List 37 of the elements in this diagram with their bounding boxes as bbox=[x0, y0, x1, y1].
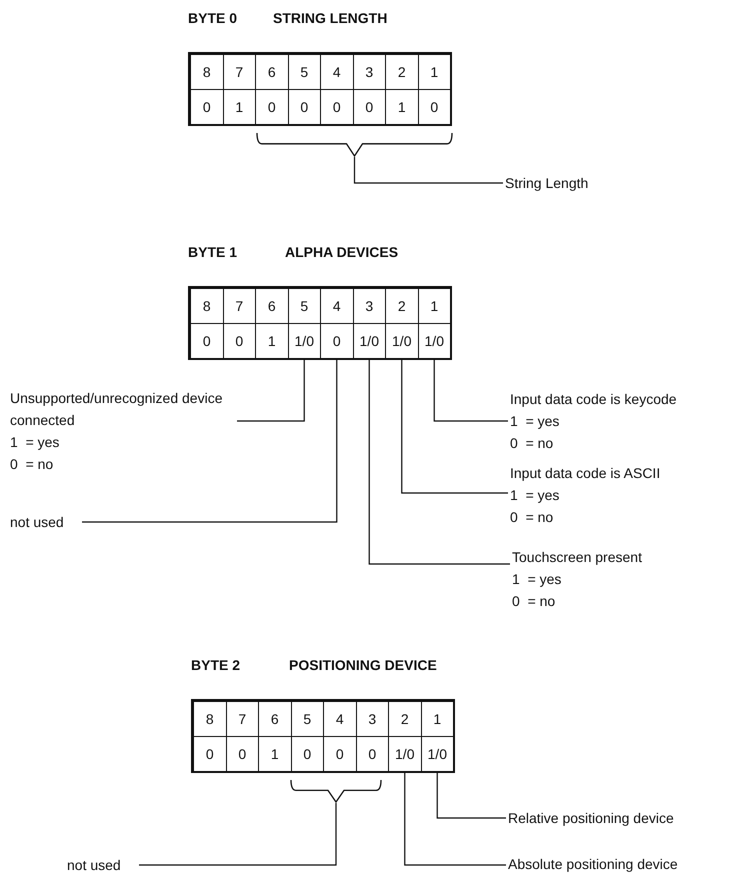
brace bbox=[256, 133, 453, 157]
leader-line bbox=[436, 772, 506, 819]
value-note: 0 = no bbox=[10, 455, 54, 474]
bit-number: 8 bbox=[190, 288, 224, 324]
table-heading: POSITIONING DEVICE bbox=[289, 656, 437, 675]
value-note: 1 = yes bbox=[510, 412, 560, 431]
value-note: 0 = no bbox=[510, 508, 554, 527]
leader-line bbox=[237, 359, 305, 422]
value-note: 0 = no bbox=[512, 592, 556, 611]
callout-label: Unsupported/unrecognized device connected bbox=[10, 389, 224, 430]
callout-label: Relative positioning device bbox=[508, 807, 723, 829]
callout-label: String Length bbox=[505, 172, 615, 194]
leader-line bbox=[82, 359, 338, 523]
leader-line bbox=[434, 359, 508, 422]
callout-label: Absolute positioning device bbox=[508, 853, 723, 873]
leader-line bbox=[354, 157, 503, 184]
brace bbox=[290, 780, 382, 803]
leader-line bbox=[139, 803, 337, 866]
value-note: 0 = no bbox=[510, 434, 554, 453]
bit-number: 8 bbox=[190, 54, 224, 90]
callout-label: Input data code is ASCII bbox=[510, 464, 662, 483]
value-note: 1 = yes bbox=[10, 433, 60, 452]
callout-label: Touchscreen present bbox=[512, 548, 643, 567]
value-note: 1 = yes bbox=[512, 570, 562, 589]
table-heading: BYTE 2 bbox=[191, 656, 240, 675]
table-heading: ALPHA DEVICES bbox=[285, 243, 398, 262]
callout-label: not used bbox=[67, 854, 137, 873]
value-note: 1 = yes bbox=[510, 486, 560, 505]
leader-line bbox=[368, 359, 510, 565]
bit-number: 8 bbox=[193, 701, 226, 737]
leader-line bbox=[404, 772, 506, 866]
table-heading: BYTE 1 bbox=[188, 243, 238, 262]
table-heading: BYTE 0 bbox=[188, 9, 238, 28]
leader-line bbox=[401, 359, 508, 494]
table-heading: STRING LENGTH bbox=[273, 9, 388, 28]
callout-label: not used bbox=[10, 511, 80, 533]
callout-label: Input data code is keycode bbox=[510, 390, 678, 409]
